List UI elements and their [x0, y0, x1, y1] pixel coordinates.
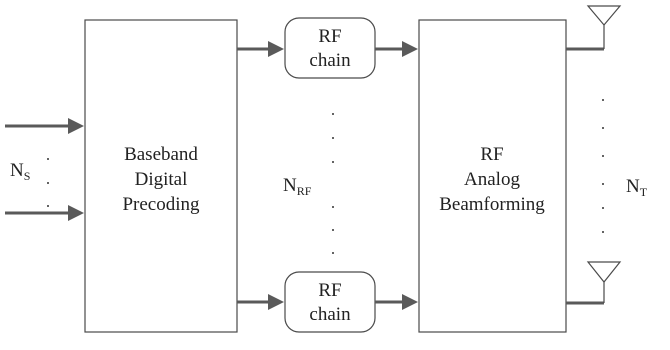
- arrow-baseband-to-rf-chain-top: [237, 41, 284, 57]
- baseband-label-line2: Digital: [135, 169, 188, 190]
- rf-chain-bottom-label-line2: chain: [309, 304, 351, 325]
- input-arrow-bottom: [5, 205, 84, 221]
- rf-chain-top-label-line1: RF: [318, 26, 341, 47]
- baseband-label-line1: Baseband: [124, 144, 198, 165]
- arrow-rf-chain-bottom-to-analog: [375, 294, 418, 310]
- rf-chain-top-label-line2: chain: [309, 50, 351, 71]
- analog-label-line2: Analog: [464, 169, 520, 190]
- nt-label: NT: [626, 176, 648, 199]
- ns-dots: [47, 158, 49, 207]
- arrow-baseband-to-rf-chain-bottom: [237, 294, 284, 310]
- arrow-rf-chain-top-to-analog: [375, 41, 418, 57]
- nrf-dots: [332, 113, 334, 254]
- baseband-digital-precoding-block: [84, 19, 238, 333]
- antenna-icon: [566, 261, 622, 305]
- antenna-icon: [566, 5, 622, 51]
- nrf-label: NRF: [283, 175, 312, 198]
- analog-label-line3: Beamforming: [439, 194, 545, 215]
- ns-label: NS: [10, 160, 30, 183]
- nt-dots: [602, 99, 604, 233]
- analog-label-line1: RF: [480, 144, 503, 165]
- rf-chain-bottom-label-line1: RF: [318, 280, 341, 301]
- input-arrow-top: [5, 118, 84, 134]
- rf-analog-beamforming-block: [418, 19, 567, 333]
- baseband-label-line3: Precoding: [122, 194, 200, 215]
